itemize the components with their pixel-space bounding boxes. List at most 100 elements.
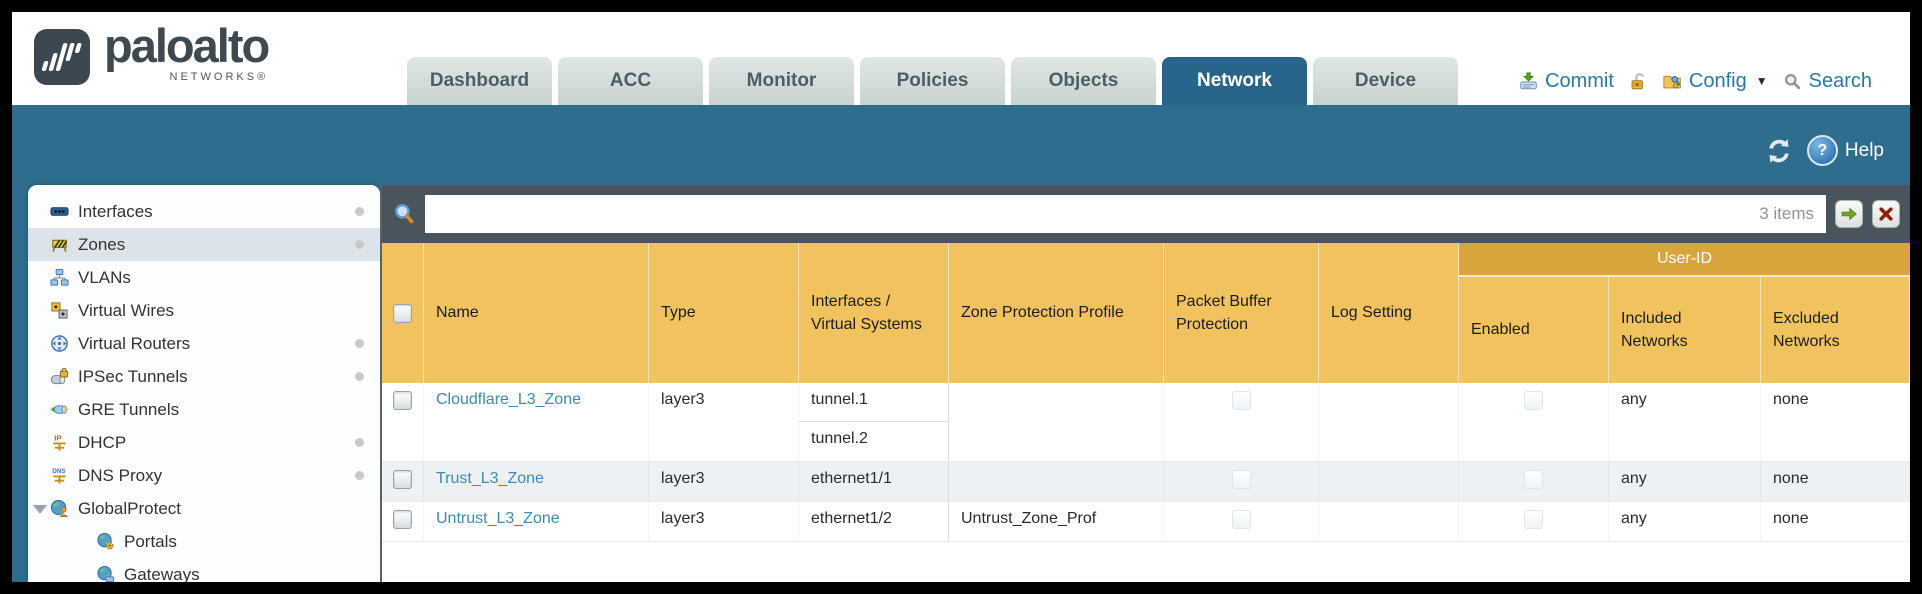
tab-network[interactable]: Network [1162,57,1307,105]
filter-input[interactable] [425,195,1826,233]
packet-buffer-checkbox[interactable] [1231,391,1251,410]
top-header: paloalto NETWORKS® Dashboard ACC Monitor… [12,12,1910,105]
sidebar-item-label: DHCP [78,432,127,452]
sidebar-item-ipsec-tunnels[interactable]: IPSec Tunnels [28,360,380,393]
row-checkbox[interactable] [393,470,412,489]
zone-protection-profile: Untrust_Zone_Prof [949,502,1164,541]
config-dropdown-caret: ▼ [1755,74,1768,88]
sidebar-item-virtual-wires[interactable]: Virtual Wires [28,294,380,327]
clear-filter-button[interactable] [1872,200,1900,228]
packet-buffer-checkbox[interactable] [1231,470,1251,489]
log-setting [1319,502,1459,541]
help-button[interactable]: ? Help [1806,135,1884,166]
refresh-icon[interactable] [1764,137,1794,165]
apply-filter-button[interactable] [1835,200,1863,228]
zone-name-link[interactable]: Trust_L3_Zone [436,470,544,487]
filter-search-icon[interactable] [392,202,416,226]
tab-monitor[interactable]: Monitor [709,57,854,105]
zone-type: layer3 [649,383,799,461]
user-id-group-header: User-ID [1459,243,1910,277]
brand-name: paloalto [104,19,270,72]
interface-item: tunnel.2 [811,430,868,447]
zone-protection-profile [949,462,1164,501]
paloalto-logo-icon [34,29,90,85]
top-actions: Commit Config ▼ [1519,58,1872,104]
excluded-networks: none [1761,383,1910,461]
user-id-enabled-checkbox[interactable] [1524,510,1543,529]
sidebar-item-gre-tunnels[interactable]: GRE Tunnels [28,393,380,426]
sidebar-item-interfaces[interactable]: Interfaces [28,195,380,228]
sidebar-item-label: DNS Proxy [78,465,163,485]
sidebar-item-virtual-routers[interactable]: Virtual Routers [28,327,380,360]
tab-policies[interactable]: Policies [860,57,1005,105]
included-networks: any [1609,502,1761,541]
config-label: Config [1688,69,1747,92]
column-header-log-setting[interactable]: Log Setting [1319,243,1459,383]
zone-name-link[interactable]: Cloudflare_L3_Zone [436,391,581,408]
status-dot [355,372,364,381]
search-button[interactable]: Search [1783,70,1872,93]
sidebar-item-zones[interactable]: Zones [28,228,380,261]
zones-content-panel: 3 items User-ID Name Type [380,185,1910,582]
lock-icon[interactable] [1629,72,1648,91]
sidebar-item-gateways[interactable]: Gateways [28,558,380,582]
interface-item: ethernet1/1 [811,470,892,487]
sidebar-item-label: Virtual Routers [78,333,191,353]
select-all-checkbox[interactable] [393,303,412,323]
log-setting [1319,462,1459,501]
excluded-networks: none [1761,502,1910,541]
status-dot [355,207,364,216]
status-dot [355,438,364,447]
commit-button[interactable]: Commit [1519,70,1614,93]
column-header-enabled[interactable]: Enabled [1459,243,1609,383]
table-row: Cloudflare_L3_Zone layer3 tunnel.1 tunne… [382,383,1910,462]
packet-buffer-checkbox[interactable] [1231,510,1251,529]
column-header-zone-protection-profile[interactable]: Zone Protection Profile [949,243,1164,383]
zone-protection-profile [949,383,1164,461]
config-menu[interactable]: Config ▼ [1663,70,1768,93]
tab-device[interactable]: Device [1313,57,1458,105]
row-checkbox[interactable] [393,391,412,410]
column-header-included-networks[interactable]: Included Networks [1609,243,1761,383]
sidebar-item-vlans[interactable]: VLANs [28,261,380,294]
sidebar-item-label: Interfaces [78,201,153,221]
table-row: Trust_L3_Zone layer3 ethernet1/1 any non… [382,462,1910,502]
user-id-enabled-checkbox[interactable] [1524,391,1543,410]
gateways-icon [97,565,115,582]
status-dot [355,240,364,249]
tab-dashboard[interactable]: Dashboard [407,57,552,105]
config-icon [1663,75,1681,88]
sidebar-item-portals[interactable]: Portals [28,525,380,558]
dns-proxy-icon: DNS [52,468,66,484]
virtual-routers-icon [51,335,68,352]
search-icon [1784,73,1800,89]
help-icon: ? [1806,135,1838,166]
tab-acc[interactable]: ACC [558,57,703,105]
select-all-checkbox-cell [382,243,424,383]
column-header-type[interactable]: Type [649,243,799,383]
zone-interfaces: tunnel.1 tunnel.2 [799,383,949,461]
gre-tunnels-icon [50,405,69,414]
close-icon [1879,207,1893,221]
expand-triangle-icon[interactable] [33,505,47,514]
column-header-packet-buffer-protection[interactable]: Packet Buffer Protection [1164,243,1319,383]
status-dot [355,471,364,480]
row-checkbox[interactable] [393,510,412,529]
tab-objects[interactable]: Objects [1011,57,1156,105]
user-id-enabled-checkbox[interactable] [1524,470,1543,489]
globalprotect-icon [50,499,69,518]
main-nav-tabs: Dashboard ACC Monitor Policies Objects N… [407,57,1458,105]
excluded-networks: none [1761,462,1910,501]
zone-name-link[interactable]: Untrust_L3_Zone [436,510,560,527]
sidebar-item-dhcp[interactable]: IP DHCP [28,426,380,459]
sidebar-item-dns-proxy[interactable]: DNS DNS Proxy [28,459,380,492]
filter-input-wrap: 3 items [425,195,1826,233]
column-header-excluded-networks[interactable]: Excluded Networks [1761,243,1910,383]
column-header-interfaces[interactable]: Interfaces / Virtual Systems [799,243,949,383]
sidebar-item-globalprotect[interactable]: GlobalProtect [28,492,380,525]
column-header-name[interactable]: Name [424,243,649,383]
items-count: 3 items [1759,204,1814,223]
sidebar-item-label: GRE Tunnels [78,399,180,419]
dhcp-icon: IP [53,434,66,451]
